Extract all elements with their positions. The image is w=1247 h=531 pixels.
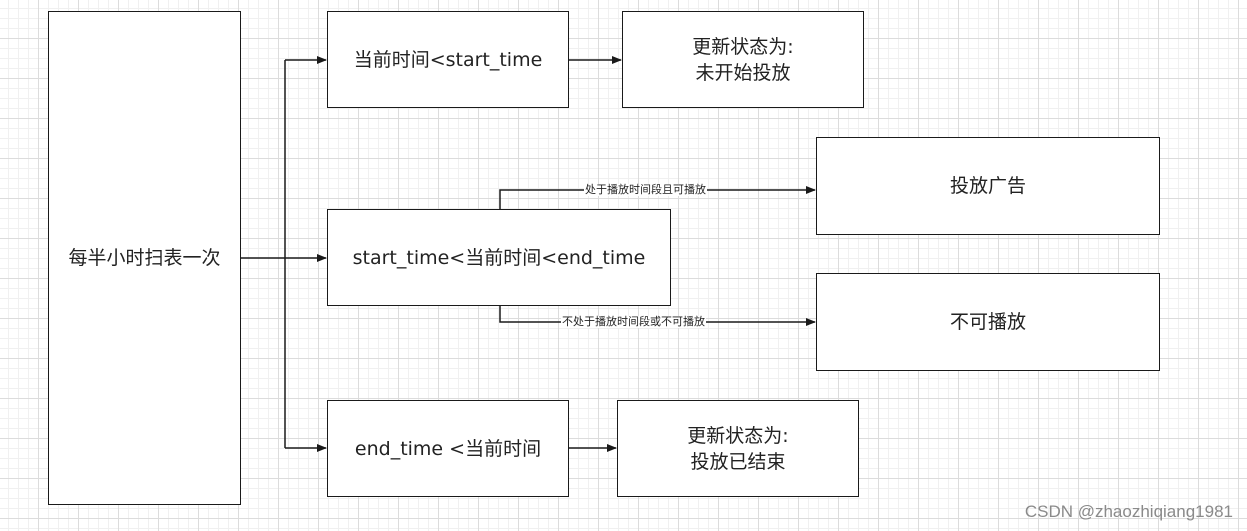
edge-label-in-slot: 处于播放时间段且可播放 <box>584 183 707 196</box>
status-ended-box: 更新状态为: 投放已结束 <box>617 400 859 497</box>
status-not-started-box: 更新状态为: 未开始投放 <box>622 11 864 108</box>
edge-in-range-to-show-ad <box>499 186 816 210</box>
watermark: CSDN @zhaozhiqiang1981 <box>1024 502 1233 521</box>
show-ad-box: 投放广告 <box>816 137 1160 235</box>
not-playable-box: 不可播放 <box>816 273 1160 371</box>
scan-every-half-hour-box: 每半小时扫表一次 <box>48 11 241 505</box>
after-end-condition-box: end_time <当前时间 <box>327 400 569 497</box>
edge-label-not-in-slot: 不处于播放时间段或不可播放 <box>561 315 706 328</box>
edge-in-range-to-not-playable <box>499 306 816 326</box>
before-start-condition-box: 当前时间<start_time <box>327 11 569 108</box>
in-range-condition-box: start_time<当前时间<end_time <box>327 209 671 306</box>
